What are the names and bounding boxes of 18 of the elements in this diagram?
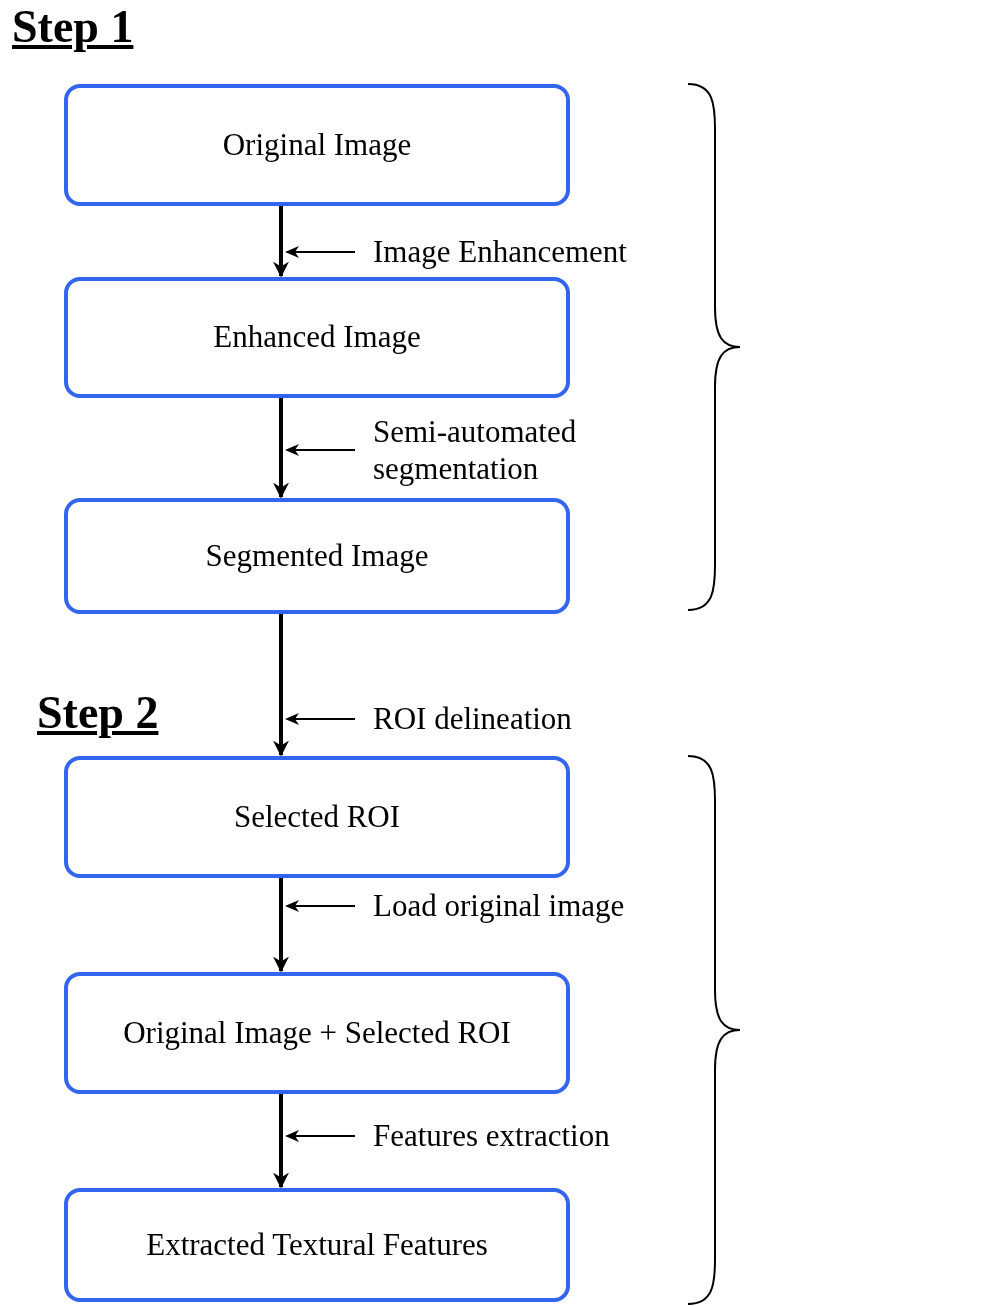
arrow <box>273 206 289 278</box>
arrow <box>273 1094 289 1189</box>
edge-label: Load original image <box>373 887 626 925</box>
process-box: Original Image + Selected ROI <box>64 972 570 1094</box>
edge-label: Semi-automated segmentation <box>373 413 578 488</box>
arrow <box>273 878 289 973</box>
process-box: Original Image <box>64 84 570 206</box>
process-box: Extracted Textural Features <box>64 1188 570 1302</box>
edge-label: Features extraction <box>373 1117 611 1155</box>
process-box: Enhanced Image <box>64 277 570 398</box>
arrow <box>273 398 289 499</box>
arrow <box>273 614 289 757</box>
step-heading: Step 2 <box>37 686 159 739</box>
process-box: Segmented Image <box>64 498 570 614</box>
edge-label: ROI delineation <box>373 700 573 738</box>
edge-label: Image Enhancement <box>373 233 628 271</box>
process-box: Selected ROI <box>64 756 570 878</box>
step-heading: Step 1 <box>12 0 134 53</box>
